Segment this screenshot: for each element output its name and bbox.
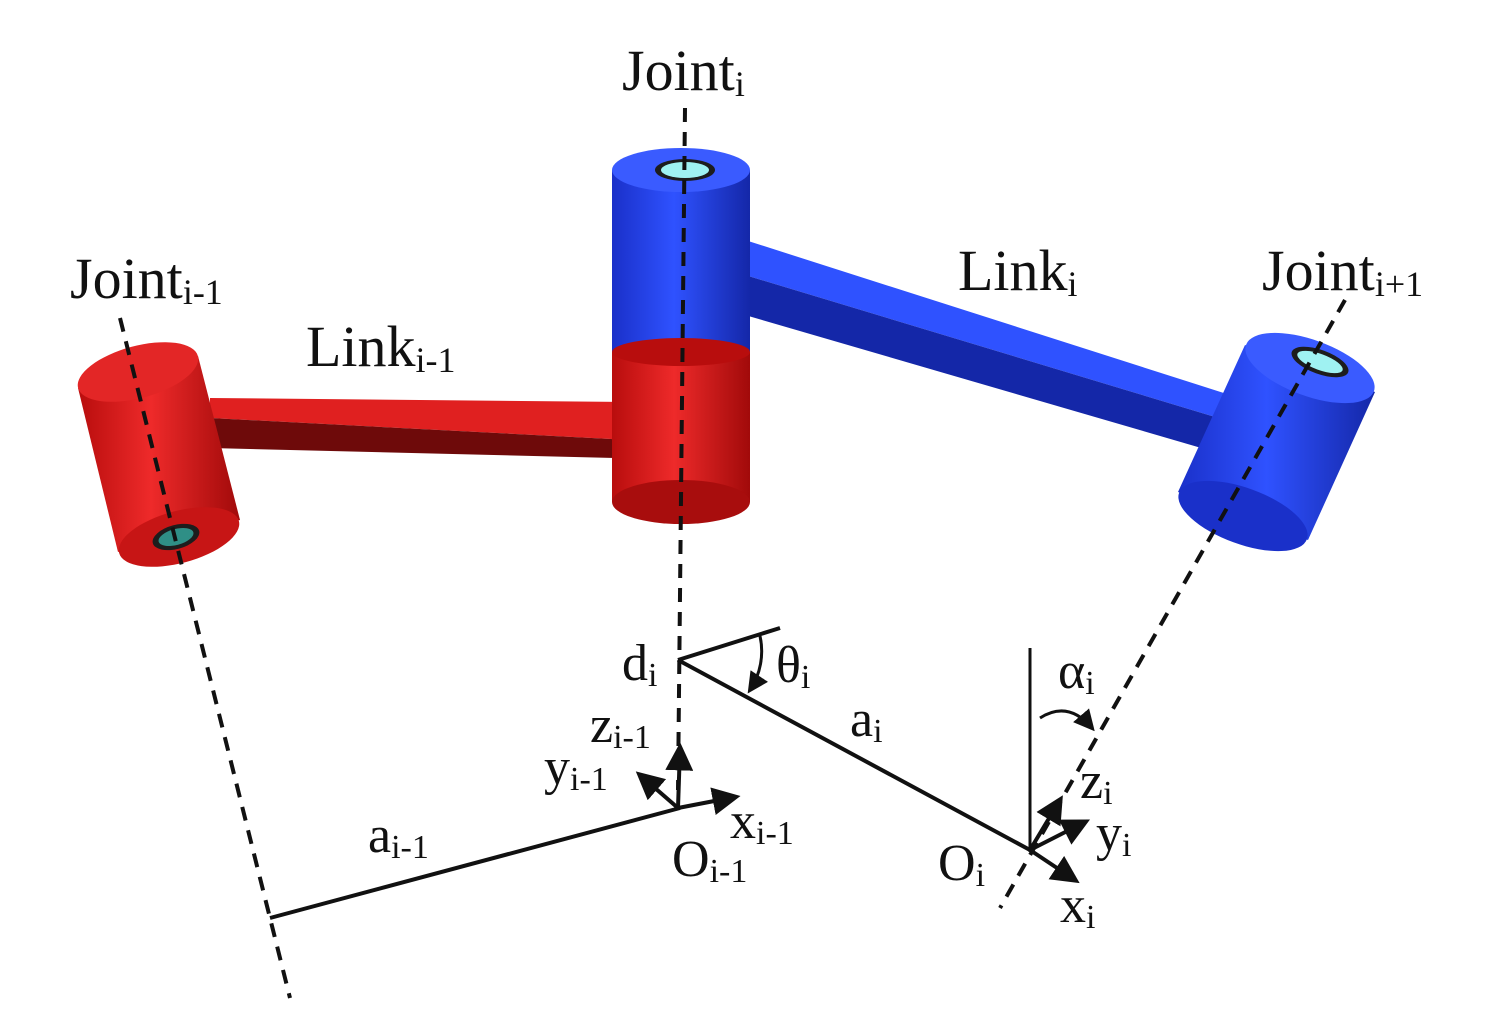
axis-y-i-arrow: [1029, 819, 1090, 852]
line-a-im1: [269, 806, 681, 920]
link-im1-bar: [210, 398, 630, 458]
axis-joint-im1: [118, 317, 292, 999]
label-o-im1: Oi-1: [672, 831, 748, 890]
label-z-im1: zi-1: [590, 697, 651, 756]
label-joint-i: Jointi: [622, 38, 745, 104]
label-o-i: Oi: [938, 835, 986, 894]
label-d-i: di: [622, 635, 658, 694]
label-x-im1: xi-1: [730, 793, 794, 852]
label-a-im1: ai-1: [368, 807, 429, 866]
axis-x-i-arrow: [1028, 848, 1080, 884]
label-y-im1: yi-1: [544, 739, 608, 798]
line-theta-ref: [677, 626, 781, 662]
axis-z-im1-arrow: [665, 742, 694, 809]
label-x-i: xi: [1060, 877, 1096, 936]
label-alpha-i: αi: [1058, 643, 1095, 702]
label-a-i: ai: [850, 691, 883, 750]
label-link-im1: Linki-1: [306, 314, 456, 380]
axis-x-im1-arrow: [677, 787, 741, 815]
joint-im1-cylinder: [77, 342, 240, 567]
axis-z-i-arrow: [1028, 795, 1063, 852]
label-joint-im1: Jointi-1: [70, 246, 223, 312]
label-theta-i: θi: [776, 637, 811, 696]
joint-ip1-cylinder: [1178, 332, 1375, 552]
arc-alpha: [1039, 708, 1095, 732]
link-i-bar: [745, 240, 1230, 452]
line-a-i: [677, 658, 1031, 852]
label-link-i: Linki: [958, 238, 1078, 304]
label-z-i: zi: [1080, 753, 1113, 812]
joint-i-cylinder: [612, 148, 750, 524]
label-joint-ip1: Jointi+1: [1262, 238, 1424, 304]
axis-joint-i: [676, 107, 687, 791]
axis-y-im1-arrow: [635, 771, 680, 810]
label-y-i: yi: [1096, 805, 1132, 864]
arc-theta: [747, 635, 769, 694]
